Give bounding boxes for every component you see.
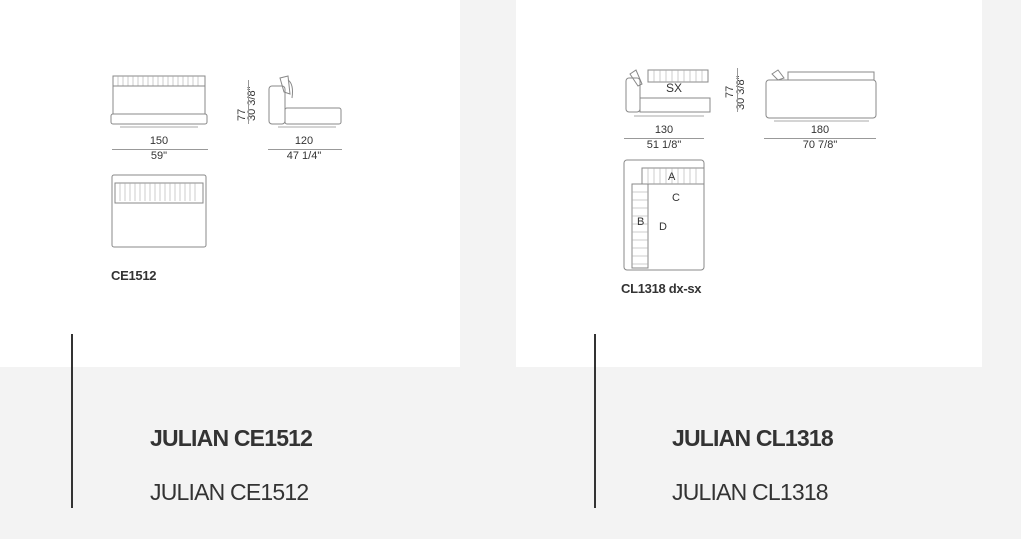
product-subtitle: JULIAN CL1318 [672, 479, 829, 505]
product-image-ce1512[interactable]: 77 30 3/8" 150 59" 120 47 1/4" CE1512 [0, 0, 460, 367]
side-depth-cm: 120 [294, 135, 314, 147]
product-title[interactable]: JULIAN CE1512 [150, 425, 313, 451]
sofa-side-view-drawing [765, 69, 877, 122]
side-depth-in: 70 7/8" [802, 139, 838, 151]
front-label-sx: SX [666, 81, 683, 95]
product-code-label: CL1318 dx-sx [621, 281, 702, 296]
sofa-front-view-drawing [110, 75, 208, 128]
product-code-label: CE1512 [111, 268, 157, 283]
sofa-front-view-drawing [625, 69, 711, 117]
divider-rule [71, 334, 73, 508]
plan-label-c: C [672, 192, 680, 204]
sofa-plan-view-drawing [111, 174, 207, 248]
plan-label-b: B [637, 216, 645, 228]
divider-rule [594, 334, 596, 508]
plan-label-a: A [668, 171, 676, 183]
product-title[interactable]: JULIAN CL1318 [672, 425, 834, 451]
product-subtitle: JULIAN CE1512 [150, 479, 309, 505]
sofa-side-view-drawing [268, 75, 342, 128]
sofa-plan-view-drawing [623, 159, 705, 271]
side-depth-cm: 180 [810, 124, 830, 136]
front-width-in: 59" [150, 150, 168, 162]
plan-label-d: D [659, 221, 667, 233]
product-image-cl1318[interactable]: SX 77 30 3/8" 130 51 1/8" 180 70 7/8" A … [516, 0, 982, 367]
front-width-cm: 130 [654, 124, 674, 136]
side-depth-in: 47 1/4" [286, 150, 322, 162]
front-width-in: 51 1/8" [646, 139, 682, 151]
front-width-cm: 150 [149, 135, 169, 147]
